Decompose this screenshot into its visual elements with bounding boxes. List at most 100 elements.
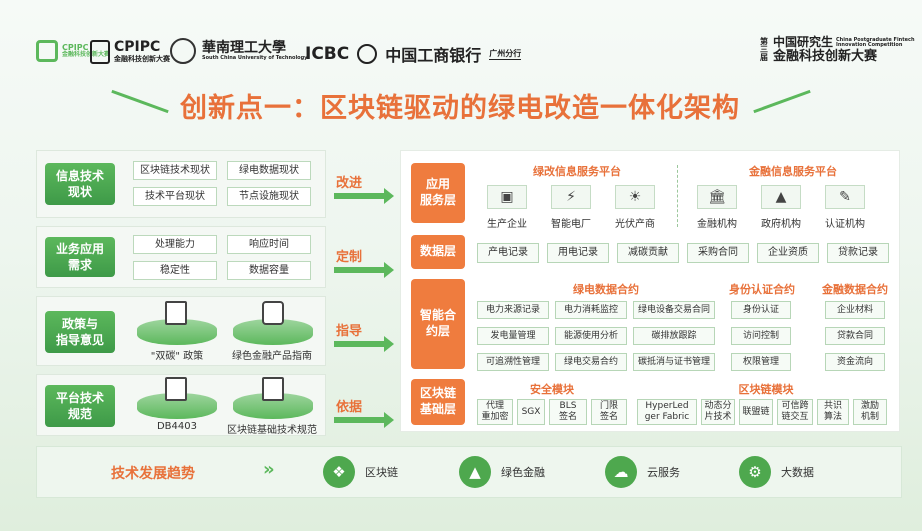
cpipc-small-logo: CPIPC 金融科技创新大赛 — [36, 40, 110, 62]
left-tag: 绿电数据现状 — [227, 161, 311, 180]
app-item-label: 光伏产商 — [615, 219, 655, 230]
contract-item: 身份认证 — [731, 301, 791, 319]
trend-label: 技术发展趋势 — [111, 466, 195, 482]
contest-line2: 金融科技创新大赛 — [773, 48, 878, 64]
left-box-standards: 平台技术 规范 DB4403 区块链基础技术规范 — [36, 374, 326, 436]
big-data-icon: ⚙ — [739, 456, 771, 488]
contract-item: 贷款合同 — [825, 327, 885, 345]
chain-item: 门限 签名 — [591, 399, 627, 425]
chain-item: 共识 算法 — [817, 399, 849, 425]
contract-item: 企业材料 — [825, 301, 885, 319]
chain-module-title: 区块链模块 — [738, 383, 794, 396]
trend-item: ❖ 区块链 — [323, 456, 398, 488]
chain-module-title: 安全模块 — [530, 383, 574, 396]
contract-item: 电力消耗监控 — [555, 301, 627, 319]
left-tag: 处理能力 — [133, 235, 217, 254]
trend-text: 绿色金融 — [501, 466, 545, 479]
chain-item: BLS 签名 — [549, 399, 587, 425]
app-item-label: 政府机构 — [761, 219, 801, 230]
arrow-right-icon — [334, 412, 394, 428]
policy-document-icon — [165, 301, 187, 325]
trend-text: 云服务 — [647, 466, 680, 479]
chain-item: 动态分 片技术 — [701, 399, 735, 425]
left-tag: 数据容量 — [227, 261, 311, 280]
left-box-policy: 政策与 指导意见 "双碳" 政策 绿色金融产品指南 — [36, 296, 326, 366]
verb-basis: 依据 — [335, 400, 362, 415]
standard-caption: DB4403 — [156, 421, 197, 432]
trend-text: 区块链 — [365, 466, 398, 479]
cpipc-small-sub: 金融科技创新大赛 — [62, 51, 111, 58]
layer-label-contract: 智能合 约层 — [411, 279, 465, 369]
contract-item: 访问控制 — [731, 327, 791, 345]
power-plant-icon: ⚡ — [551, 185, 591, 209]
contract-item: 电力来源记录 — [477, 301, 549, 319]
arrow-right-icon — [334, 336, 394, 352]
contract-item: 能源使用分析 — [555, 327, 627, 345]
chain-item: 可信跨 链交互 — [777, 399, 813, 425]
data-item: 采购合同 — [687, 243, 749, 263]
government-icon: ▲ — [761, 185, 801, 209]
cpipc-logo: CPIPC 金融科技创新大赛 — [90, 40, 170, 64]
data-item: 产电记录 — [477, 243, 539, 263]
blockchain-icon: ❖ — [323, 456, 355, 488]
chain-item: 激励 机制 — [853, 399, 887, 425]
contest-en1: China Postgraduate Fintech — [836, 36, 915, 43]
verb-customize: 定制 — [335, 250, 362, 265]
layer-label-chain: 区块链 基础层 — [411, 379, 465, 425]
architecture-panel: 应用 服务层 绿改信息服务平台 金融信息服务平台 ▣ ⚡ ☀ 🏛 ▲ ✎ 生产企… — [400, 150, 900, 432]
certificate-icon: ✎ — [825, 185, 865, 209]
bank-icon: 🏛 — [697, 185, 737, 209]
layer-label-data: 数据层 — [411, 235, 465, 269]
left-badge: 业务应用 需求 — [45, 237, 115, 277]
scut-text: 華南理工大學 — [202, 39, 286, 56]
arrow-right-icon — [334, 188, 394, 204]
trend-item: ☁ 云服务 — [605, 456, 680, 488]
left-badge: 信息技术 现状 — [45, 163, 115, 205]
guide-signpost-icon — [262, 301, 284, 325]
left-box-business-needs: 业务应用 需求 处理能力 响应时间 稳定性 数据容量 — [36, 226, 326, 288]
left-tag: 技术平台现状 — [133, 187, 217, 206]
app-item-label: 认证机构 — [825, 219, 865, 230]
data-item: 减碳贡献 — [617, 243, 679, 263]
trend-item: ▲ 绿色金融 — [459, 456, 545, 488]
left-tag: 响应时间 — [227, 235, 311, 254]
icbc-cn-text: 中国工商银行 — [385, 46, 482, 65]
chain-item: 代理 重加密 — [477, 399, 513, 425]
left-tag: 区块链技术现状 — [133, 161, 217, 180]
cpipc-sub: 金融科技创新大赛 — [114, 54, 170, 63]
contest-en2: Innovation Competition — [836, 41, 903, 48]
contract-item: 绿电交易合约 — [555, 353, 627, 371]
left-box-it-status: 信息技术 现状 区块链技术现状 绿电数据现状 技术平台现状 节点设施现状 — [36, 150, 326, 218]
contract-title: 金融数据合约 — [822, 283, 888, 296]
icbc-logo: ICBC 中国工商银行 广州分行 — [305, 42, 522, 66]
left-badge: 政策与 指导意见 — [45, 311, 115, 353]
contest-line1: 中国研究生 — [773, 35, 834, 49]
divider — [677, 165, 678, 227]
contest-no: 第三届 — [760, 37, 768, 63]
data-item: 贷款记录 — [827, 243, 889, 263]
arrow-right-icon — [334, 262, 394, 278]
chain-item: HyperLed ger Fabric — [637, 399, 697, 425]
chain-item: 联盟链 — [739, 399, 773, 425]
verb-guide: 指导 — [335, 324, 362, 339]
double-chevron-icon: » — [263, 459, 275, 480]
icbc-text: ICBC — [305, 44, 350, 64]
contract-item: 碳抵消与证书管理 — [633, 353, 715, 371]
contract-item: 可追溯性管理 — [477, 353, 549, 371]
left-tag: 节点设施现状 — [227, 187, 311, 206]
trend-item: ⚙ 大数据 — [739, 456, 814, 488]
trend-text: 大数据 — [781, 466, 814, 479]
green-finance-icon: ▲ — [459, 456, 491, 488]
cpipc-text: CPIPC — [114, 39, 161, 56]
layer-label-app: 应用 服务层 — [411, 163, 465, 223]
chain-item: SGX — [517, 399, 545, 425]
app-item-label: 金融机构 — [697, 219, 737, 230]
app-item-label: 生产企业 — [487, 219, 527, 230]
cpipc-small-text: CPIPC — [62, 43, 89, 52]
app-item-label: 智能电厂 — [551, 219, 591, 230]
data-item: 企业资质 — [757, 243, 819, 263]
cloud-icon: ☁ — [605, 456, 637, 488]
contract-item: 发电量管理 — [477, 327, 549, 345]
policy-caption: "双碳" 政策 — [150, 351, 204, 362]
verb-improve: 改进 — [335, 176, 362, 191]
